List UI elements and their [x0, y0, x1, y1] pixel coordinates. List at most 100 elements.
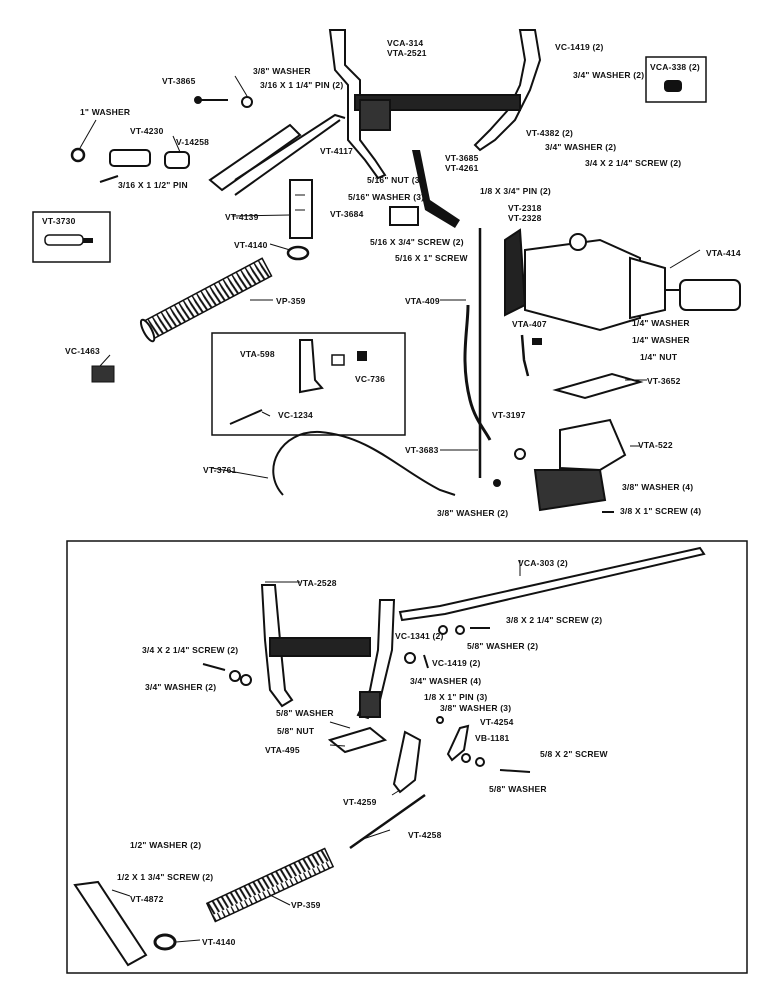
label-screw-34-214: 3/4 X 2 1/4" SCREW (2) [585, 158, 682, 168]
label-washer-38a: 3/8" WASHER [253, 66, 311, 76]
vca338-inset-box [645, 56, 707, 103]
vt3730-inset-box [32, 211, 111, 263]
vta598-inset-box [211, 332, 406, 436]
label-nut-14: 1/4" NUT [640, 352, 678, 362]
vt3865-pin [194, 96, 228, 104]
label-vt4254: VT-4254 [480, 717, 514, 727]
label-vc736: VC-736 [355, 374, 386, 384]
label-vca314: VCA-314 [387, 38, 424, 48]
washer-38-2-icon [493, 479, 501, 487]
label-vta2521: VTA-2521 [387, 48, 427, 58]
vta407-fitting [520, 334, 530, 377]
label-screw-34-214b: 3/4 X 2 1/4" SCREW (2) [142, 645, 239, 655]
label-vta2528: VTA-2528 [297, 578, 337, 588]
label-vb1181: VB-1181 [475, 733, 510, 743]
vt3685-lever [412, 150, 460, 228]
main-frame-vca314 [328, 29, 542, 180]
vca338-part [664, 80, 682, 92]
label-washer-34-2c: 3/4" WASHER (2) [145, 682, 217, 692]
label-vta495: VTA-495 [265, 745, 300, 755]
vp359-spring-upper [139, 257, 273, 343]
label-vt4140a: VT-4140 [234, 240, 268, 250]
label-vt4139: VT-4139 [225, 212, 259, 222]
label-vc1234: VC-1234 [278, 410, 313, 420]
label-vt3684: VT-3684 [330, 209, 364, 219]
label-screw-58-2: 5/8 X 2" SCREW [540, 749, 608, 759]
vc1463-block [91, 365, 115, 383]
label-vt3730: VT-3730 [42, 216, 76, 226]
label-washer-58: 5/8" WASHER [276, 708, 334, 718]
label-vt3683: VT-3683 [405, 445, 439, 455]
vc1234-pin-icon [229, 409, 263, 425]
label-vc1341: VC-1341 (2) [395, 631, 444, 641]
label-vc1419: VC-1419 (2) [555, 42, 604, 52]
vta522-pump [514, 418, 627, 512]
label-pin-316-112: 3/16 X 1 1/2" PIN [118, 180, 188, 190]
vta409-hose [463, 304, 492, 441]
label-vta409: VTA-409 [405, 296, 440, 306]
label-vca303: VCA-303 (2) [518, 558, 568, 568]
label-vp359a: VP-359 [276, 296, 306, 306]
label-washer-58b: 5/8" WASHER [489, 784, 547, 794]
label-vt4382: VT-4382 (2) [526, 128, 574, 138]
vta407-nut-icon [532, 338, 542, 345]
label-nut-516-3: 5/16" NUT (3) [367, 175, 423, 185]
label-washer-38-3: 3/8" WASHER (3) [440, 703, 512, 713]
vt3684-plate [389, 206, 419, 226]
washer-38-icon [241, 96, 253, 108]
label-vc1463: VC-1463 [65, 346, 100, 356]
vta495-bracket [327, 726, 388, 754]
label-pin-18-34: 1/8 X 3/4" PIN (2) [480, 186, 551, 196]
label-screw-516-34: 5/16 X 3/4" SCREW (2) [370, 237, 464, 247]
label-washer-12-2: 1/2" WASHER (2) [130, 840, 202, 850]
label-vta407: VTA-407 [512, 319, 547, 329]
vt4259-plate [392, 730, 422, 794]
label-vt4872: VT-4872 [130, 894, 164, 904]
vt4230-bushing [109, 149, 190, 169]
vt4117-tube-assembly [208, 113, 346, 196]
label-washer-38-4: 3/8" WASHER (4) [622, 482, 694, 492]
label-washer-14a: 1/4" WASHER [632, 318, 690, 328]
washer-1in-icon [70, 147, 86, 163]
label-screw-38-214: 3/8 X 2 1/4" SCREW (2) [506, 615, 603, 625]
label-vt2318: VT-2318 [508, 203, 542, 213]
label-washer-58-2: 5/8" WASHER (2) [467, 641, 539, 651]
label-vt3761: VT-3761 [203, 465, 237, 475]
label-vta598: VTA-598 [240, 349, 275, 359]
label-vt4258: VT-4258 [408, 830, 442, 840]
vt3761-cable [272, 430, 456, 496]
label-vt4261: VT-4261 [445, 163, 479, 173]
label-vt4230: VT-4230 [130, 126, 164, 136]
label-nut-58: 5/8" NUT [277, 726, 315, 736]
label-washer-34-2: 3/4" WASHER (2) [573, 70, 645, 80]
vt4139-bracket [289, 179, 313, 239]
pin-316-icon [99, 175, 119, 183]
label-vt4259: VT-4259 [343, 797, 377, 807]
label-vta414: VTA-414 [706, 248, 741, 258]
label-pin-18-1: 1/8 X 1" PIN (3) [424, 692, 488, 702]
label-vt3197: VT-3197 [492, 410, 526, 420]
label-washer-34-4: 3/4" WASHER (4) [410, 676, 482, 686]
label-vt3685: VT-3685 [445, 153, 479, 163]
label-v14258: V-14258 [176, 137, 210, 147]
label-screw-12: 1/2 X 1 3/4" SCREW (2) [117, 872, 214, 882]
label-vp359b: VP-359 [291, 900, 321, 910]
label-vt4117: VT-4117 [320, 146, 354, 156]
lower-assembly-frame [66, 540, 748, 974]
label-vt4140b: VT-4140 [202, 937, 236, 947]
vt3730-part [44, 234, 93, 246]
label-vc1419b: VC-1419 (2) [432, 658, 481, 668]
label-vt3652: VT-3652 [647, 376, 681, 386]
label-washer-1in: 1" WASHER [80, 107, 131, 117]
label-washer-38-2: 3/8" WASHER (2) [437, 508, 509, 518]
lower-small-hardware [202, 625, 531, 773]
vta2528-frame [260, 584, 396, 720]
label-vt2328: VT-2328 [508, 213, 542, 223]
label-screw-38-1-4: 3/8 X 1" SCREW (4) [620, 506, 702, 516]
vp359-spring-lower [205, 847, 335, 923]
label-washer-516-3: 5/16" WASHER (3) [348, 192, 425, 202]
leader-lines [79, 75, 701, 943]
label-vta522: VTA-522 [638, 440, 673, 450]
